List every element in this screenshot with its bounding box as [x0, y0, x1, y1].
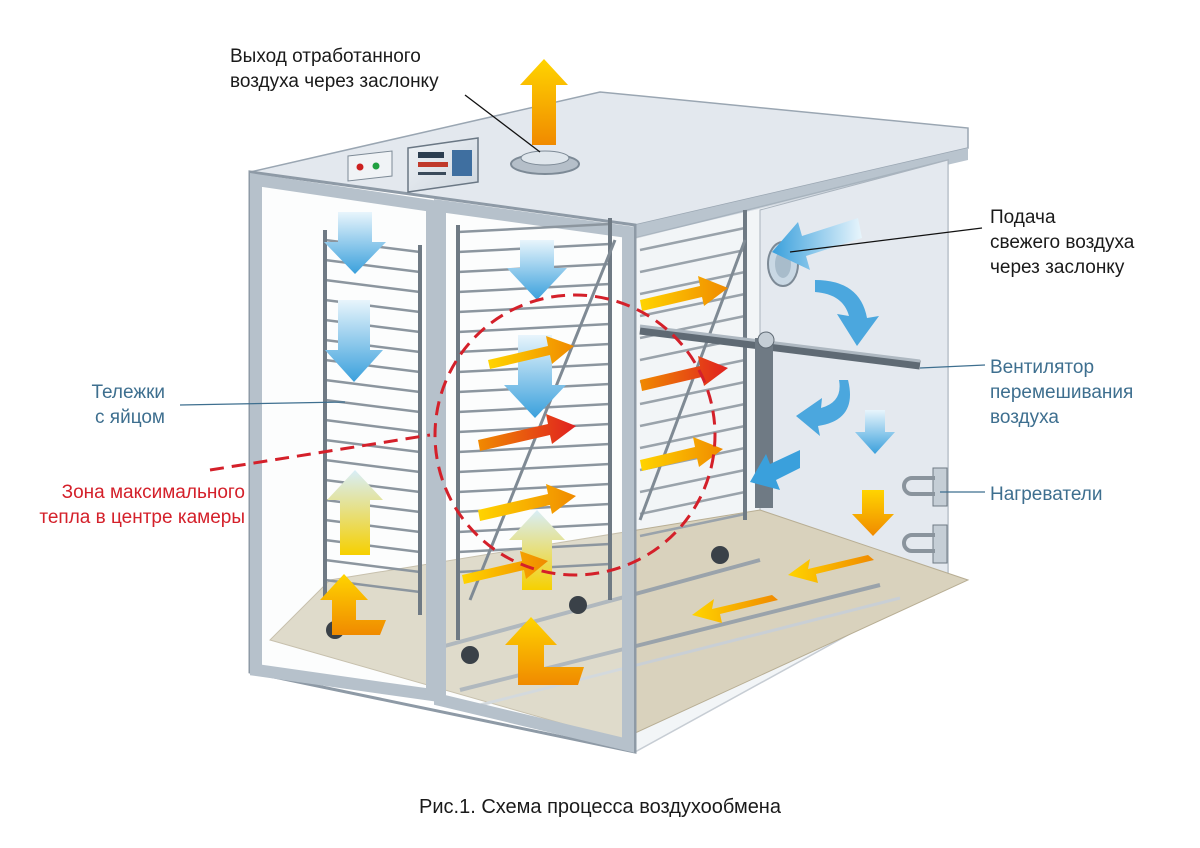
- exhaust-damper: [510, 150, 580, 175]
- control-panels: [347, 137, 479, 193]
- cold-air-curve-arrow: [815, 280, 879, 346]
- rack-shelf: [639, 270, 746, 296]
- floor-air-arrow: [788, 555, 874, 583]
- rack-shelf: [639, 226, 746, 252]
- air-flow-arrows: [320, 59, 895, 685]
- rack-shelf: [639, 380, 746, 406]
- warm-air-right-arrow: [640, 437, 723, 471]
- exhaust-air-up-arrow: [520, 59, 568, 145]
- heated-air-down-arrow: [852, 490, 894, 536]
- fresh-air-in-arrow: [772, 218, 862, 270]
- warm-air-up-arrow: [327, 470, 383, 555]
- rack-shelf: [639, 292, 746, 318]
- floor-air-arrow: [692, 595, 778, 623]
- heaters-label: Нагреватели: [990, 484, 1103, 505]
- cabinet-top-edge: [635, 148, 968, 238]
- rack-shelf: [639, 490, 746, 516]
- cart-wheel: [569, 596, 587, 614]
- rack-shelf: [639, 248, 746, 274]
- rack-shelf: [324, 558, 421, 574]
- warm-air-right-arrow: [640, 276, 728, 311]
- warm-air-right-arrow: [478, 484, 576, 521]
- cart-wheel: [711, 546, 729, 564]
- heat-zone-leader: [209, 433, 431, 472]
- rack-shelf: [457, 222, 611, 234]
- rack-shelf: [324, 458, 421, 474]
- fresh-air-leader: [789, 227, 983, 253]
- heat-zone-ellipse: [433, 293, 717, 577]
- warm-air-up-arrow: [320, 574, 386, 635]
- rack-diagonal: [468, 239, 617, 601]
- cold-air-down-arrow: [855, 410, 895, 454]
- rack-shelf: [324, 258, 421, 274]
- warm-air-right-arrow: [462, 551, 548, 584]
- cold-air-down-arrow: [325, 300, 383, 382]
- fan-label: Вентилятор перемешивания воздуха: [990, 357, 1134, 428]
- carts-label: Тележки с яйцом: [91, 382, 165, 428]
- rack-shelf: [639, 402, 746, 428]
- heat-zone-label: Зона максимального тепла в центре камеры: [39, 482, 245, 528]
- heaters: [902, 467, 948, 564]
- cold-air-down-arrow: [507, 240, 567, 300]
- floor-rail: [479, 596, 901, 707]
- warm-air-right-arrow: [488, 336, 574, 369]
- hot-air-right-arrow: [478, 414, 576, 451]
- cart-wheel: [461, 646, 479, 664]
- fan-leader: [919, 364, 986, 369]
- warm-air-up-arrow: [505, 617, 584, 685]
- leader-lines: [179, 94, 986, 493]
- rack-shelf: [457, 462, 611, 474]
- exhaust-leader: [464, 94, 541, 153]
- fan-shaft: [639, 325, 921, 370]
- rack-shelf: [324, 378, 421, 394]
- cold-air-left-arrow: [750, 450, 800, 490]
- rack-diagonal: [638, 239, 747, 521]
- switch-box: [347, 150, 393, 182]
- carts-leader: [179, 401, 346, 406]
- hot-air-right-arrow: [640, 356, 728, 391]
- rack-shelf: [324, 278, 421, 294]
- rack-shelf: [639, 468, 746, 494]
- rack-shelf: [457, 482, 611, 494]
- heat-zone: [209, 293, 717, 577]
- rack-shelf: [639, 424, 746, 450]
- rack-shelf: [324, 418, 421, 434]
- rack-shelf: [324, 478, 421, 494]
- rack-shelf: [324, 438, 421, 454]
- cold-air-curve-arrow: [796, 380, 850, 436]
- rack-shelf: [457, 302, 611, 314]
- fresh-air-label: Подача свежего воздуха через заслонку: [990, 207, 1135, 278]
- rack-shelf: [457, 442, 611, 454]
- figure-caption: Рис.1. Схема процесса воздухообмена: [419, 796, 781, 818]
- cold-air-down-arrow: [324, 212, 386, 274]
- exhaust-label: Выход отработанного воздуха через заслон…: [230, 46, 439, 92]
- rack-shelf: [639, 512, 746, 538]
- floor-rail: [429, 558, 761, 652]
